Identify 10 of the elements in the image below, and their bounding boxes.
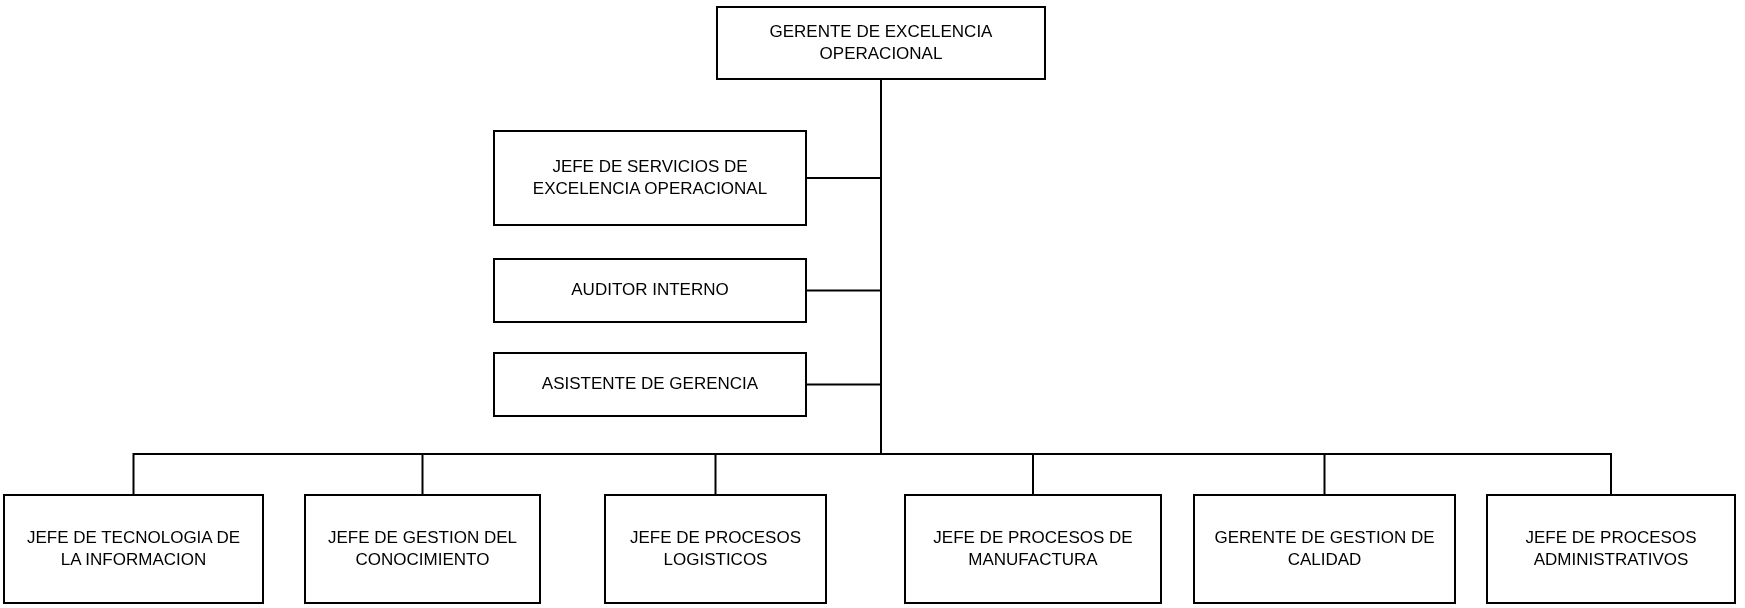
org-box: JEFE DE GESTION DEL CONOCIMIENTO bbox=[304, 494, 541, 604]
org-box: JEFE DE PROCESOS DE MANUFACTURA bbox=[904, 494, 1162, 604]
org-box: JEFE DE PROCESOS ADMINISTRATIVOS bbox=[1486, 494, 1736, 604]
org-box: JEFE DE TECNOLOGIA DE LA INFORMACION bbox=[3, 494, 264, 604]
org-box: GERENTE DE GESTION DE CALIDAD bbox=[1193, 494, 1456, 604]
org-box: AUDITOR INTERNO bbox=[493, 258, 807, 323]
org-box: JEFE DE SERVICIOS DE EXCELENCIA OPERACIONAL bbox=[493, 130, 807, 226]
org-box: ASISTENTE DE GERENCIA bbox=[493, 352, 807, 417]
org-box: GERENTE DE EXCELENCIA OPERACIONAL bbox=[716, 6, 1046, 80]
org-box: JEFE DE PROCESOS LOGISTICOS bbox=[604, 494, 827, 604]
